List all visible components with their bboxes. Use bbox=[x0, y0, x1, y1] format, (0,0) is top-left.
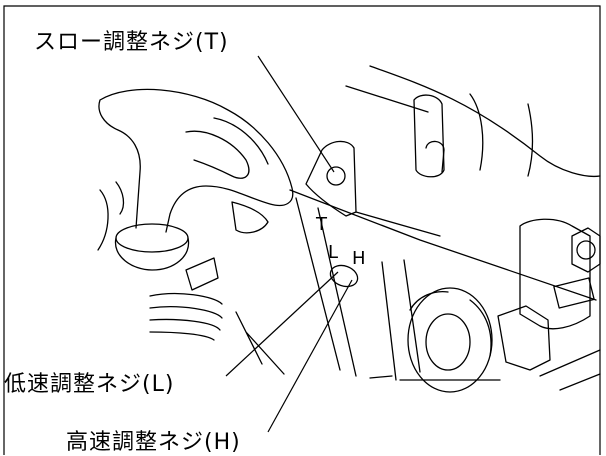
left-body-curve bbox=[97, 181, 125, 251]
lh-screw-slot bbox=[329, 264, 359, 288]
h-marking: H bbox=[352, 248, 366, 269]
l-marking: L bbox=[328, 242, 338, 263]
bottom-strokes bbox=[369, 375, 501, 381]
engine-top-lines bbox=[345, 65, 601, 178]
lower-right-block bbox=[497, 305, 551, 371]
plate-edge bbox=[355, 211, 441, 237]
figure-border bbox=[3, 5, 601, 455]
throttle-handle bbox=[98, 88, 294, 233]
handle-groove bbox=[185, 130, 250, 179]
knob-collar bbox=[114, 237, 190, 271]
t-marking: T bbox=[315, 214, 328, 235]
grip-detail bbox=[231, 201, 269, 234]
carburetor-plate bbox=[289, 189, 597, 301]
slow-screw-callout: スロー調整ネジ(T) bbox=[34, 30, 229, 55]
l-leader-line bbox=[225, 271, 339, 377]
pulley-hub-lines bbox=[409, 290, 492, 357]
knob-base bbox=[115, 223, 189, 253]
hex-bolt-center bbox=[576, 240, 596, 260]
right-panel-slot bbox=[553, 277, 595, 309]
t-leader-line bbox=[257, 55, 335, 173]
fin-housing bbox=[185, 257, 219, 291]
handle-ridge bbox=[213, 117, 269, 165]
low-speed-screw-callout: 低速調整ネジ(L) bbox=[4, 372, 175, 397]
hex-bolt bbox=[571, 227, 601, 273]
high-speed-screw-callout: 高速調整ネジ(H) bbox=[66, 430, 241, 455]
lower-right-lines bbox=[381, 259, 601, 391]
t-screw-bracket bbox=[305, 140, 357, 217]
pulley-inner bbox=[425, 313, 471, 371]
h-leader-line bbox=[267, 279, 353, 433]
engine-port bbox=[425, 140, 445, 173]
t-screw-hole bbox=[326, 166, 346, 186]
right-housing bbox=[519, 218, 591, 330]
engine-block bbox=[413, 94, 445, 178]
pulley-outer bbox=[407, 287, 493, 393]
cooling-fins bbox=[149, 292, 223, 341]
body-lines bbox=[235, 197, 357, 377]
